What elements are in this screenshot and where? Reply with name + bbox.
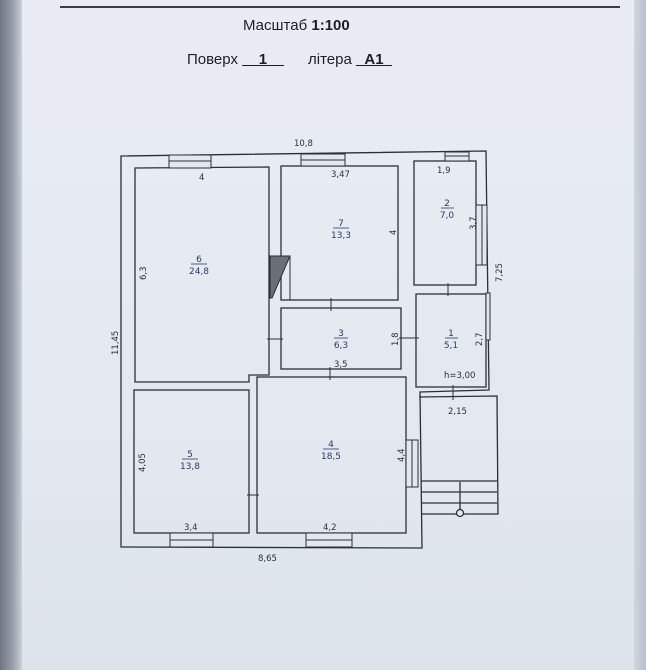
room-4-dim-width: 4,2 [323, 523, 337, 533]
room-6-dim-length: 6,3 [139, 266, 149, 280]
overall-length: 11,45 [111, 331, 121, 355]
document-page [22, 0, 634, 670]
room-5-dim-length: 4,05 [138, 453, 148, 472]
room-5-number: 5 [187, 450, 193, 460]
book-binding [0, 0, 22, 670]
bottom-width: 8,65 [258, 554, 277, 564]
doors [247, 283, 454, 496]
room-1-number: 1 [448, 329, 454, 339]
room-7-area: 13,3 [331, 231, 351, 241]
floor-label: Поверх [187, 51, 238, 68]
room-6-area: 24,8 [189, 267, 209, 277]
room-3-dim-length: 1,8 [391, 332, 401, 346]
frame-top-line [60, 0, 620, 8]
room-6-number: 6 [196, 255, 202, 265]
room-2-number: 2 [444, 199, 450, 209]
room-4-area: 18,5 [321, 452, 341, 462]
letter-value: _А1_ [356, 51, 392, 68]
windows [168, 151, 491, 548]
chimney-shaft [269, 255, 291, 299]
floor-value: __1__ [242, 51, 284, 68]
room-2-outline [413, 160, 477, 286]
room-2-dim-width: 1,9 [437, 166, 451, 176]
room-3-dim-width: 3,5 [334, 360, 348, 370]
room-5-area: 13,8 [180, 462, 200, 472]
ceiling-height: h=3,00 [444, 371, 475, 381]
room-4-number: 4 [328, 440, 334, 450]
room-5-dim-width: 3,4 [184, 523, 198, 533]
floor-line: Поверх __1__ літера _А1_ [187, 51, 392, 68]
room-7-dim-width: 3,47 [331, 170, 350, 180]
room-2-area: 7,0 [440, 211, 455, 221]
outer-wall [120, 150, 490, 549]
room-1-area: 5,1 [444, 341, 458, 351]
scale-line: Масштаб 1:100 [243, 17, 350, 34]
porch-width: 2,15 [448, 407, 467, 417]
room-1-dim-length: 2,7 [475, 332, 485, 346]
room-7-number: 7 [338, 219, 344, 229]
right-length: 7,25 [495, 263, 505, 282]
room-3-number: 3 [338, 329, 344, 339]
overall-width: 10,8 [294, 139, 313, 149]
room-2-dim-length: 3,7 [469, 216, 479, 230]
room-4-dim-length: 4,4 [397, 448, 407, 462]
room-6-outline [134, 166, 270, 383]
room-7-dim-length: 4 [389, 230, 399, 235]
scale-label: Масштаб [243, 17, 308, 34]
room-3-area: 6,3 [334, 341, 348, 351]
page-edge [634, 0, 646, 670]
porch-stairs [421, 480, 497, 512]
scale-value: 1:100 [311, 17, 350, 34]
letter-label: літера [308, 51, 352, 68]
entrance-marker [455, 508, 465, 518]
room-6-dim-width: 4 [199, 173, 204, 183]
